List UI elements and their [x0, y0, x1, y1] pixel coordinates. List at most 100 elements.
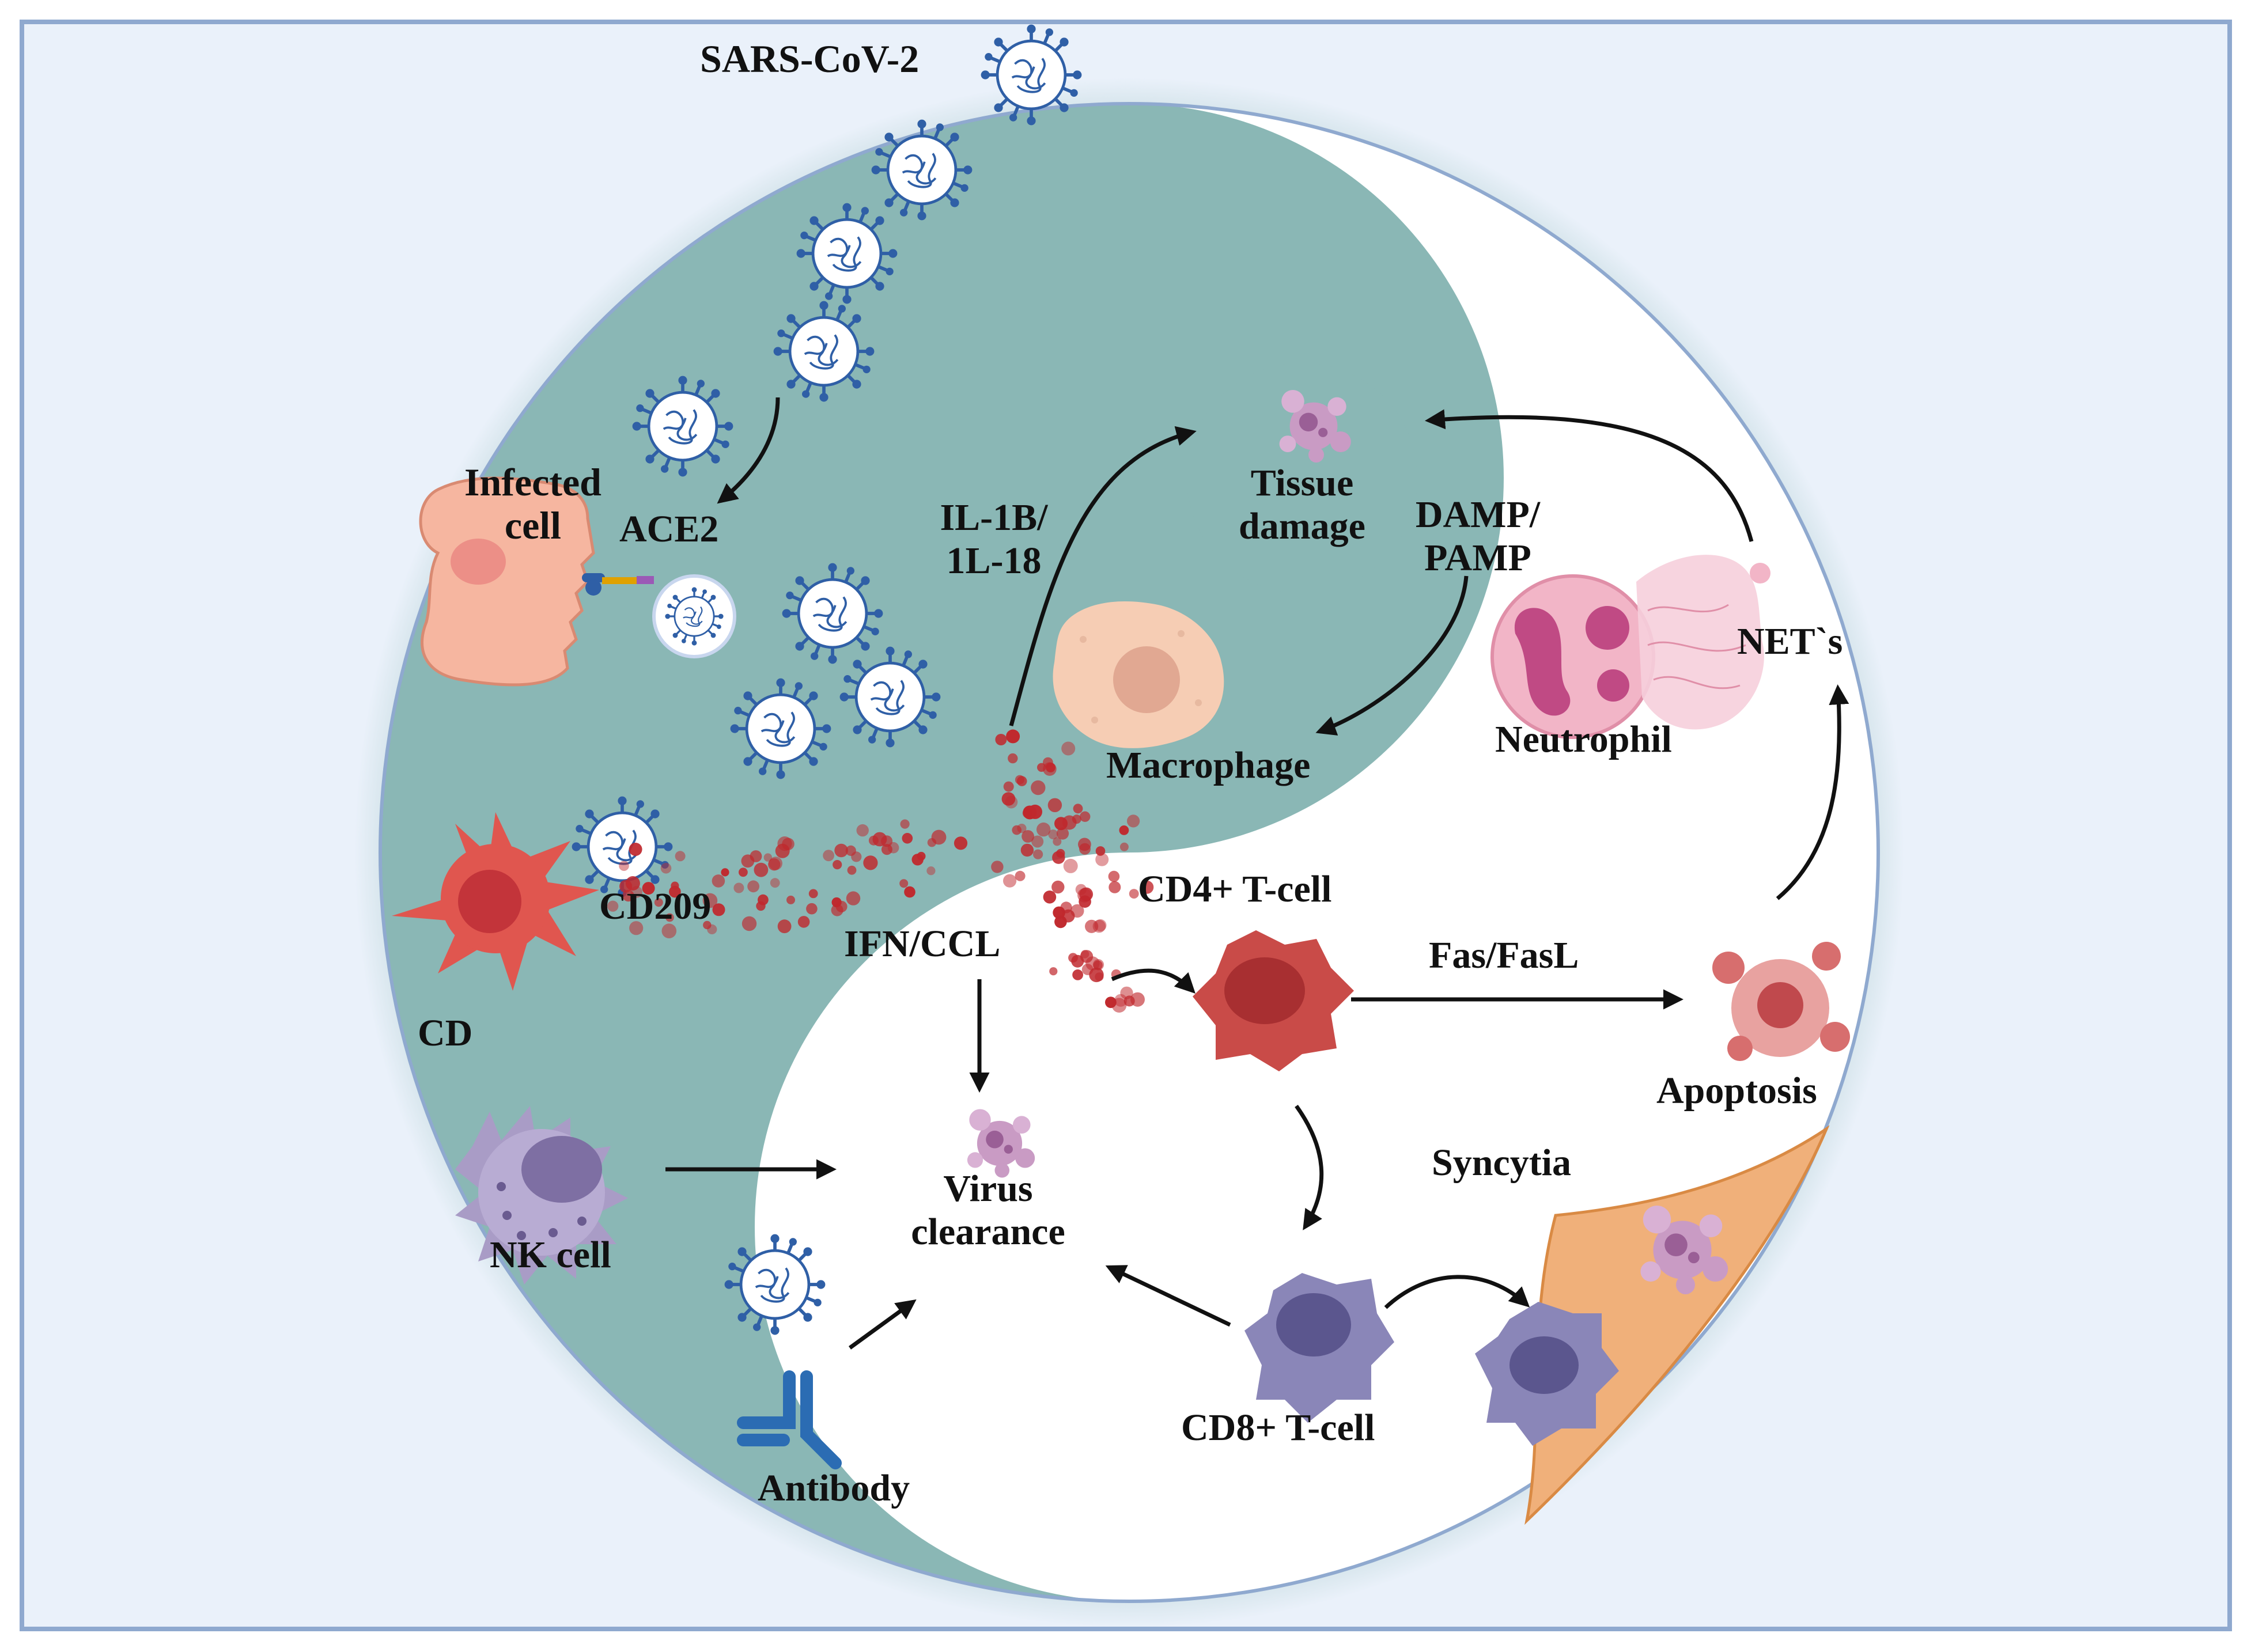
cytokine-dot	[1108, 870, 1120, 882]
il-label-line2: 1L-18	[947, 540, 1042, 582]
cytokine-dot	[1068, 953, 1078, 963]
damp-label-line1: DAMP/	[1416, 494, 1541, 536]
cytokine-dot	[1095, 846, 1106, 856]
tissue-label-line2: damage	[1239, 505, 1365, 547]
syncytia-icon	[1475, 1125, 1830, 1525]
cytokine-dot	[1063, 858, 1078, 873]
cytokine-dot	[1078, 838, 1091, 851]
cytokine-dot	[739, 867, 748, 877]
cd209-label: CD209	[599, 885, 711, 927]
virus-icon	[633, 376, 733, 477]
ace2-label: ACE2	[619, 508, 718, 550]
cytokine-dot	[834, 843, 848, 858]
cytokine-dot	[1129, 889, 1139, 899]
cytokine-dot	[1051, 880, 1065, 894]
infected-label-line1: Infected	[464, 460, 601, 504]
virus-label-line1: Virus	[943, 1168, 1032, 1210]
cytokine-dot	[1053, 837, 1062, 846]
cytokine-dot	[1080, 950, 1089, 958]
cytokine-dot	[1080, 811, 1091, 822]
cytokine-dot	[899, 879, 909, 888]
neutrophil-label: Neutrophil	[1495, 718, 1672, 760]
cytokine-dot	[1003, 781, 1014, 792]
cytokine-dot	[665, 913, 674, 922]
cytokine-dot	[1020, 843, 1034, 857]
virus-icon	[840, 647, 941, 748]
cytokine-dot	[629, 843, 642, 856]
cytokine-dot	[1017, 824, 1027, 833]
cytokine-dot	[741, 916, 757, 931]
cytokine-dot	[712, 874, 725, 888]
cytokine-dot	[1001, 792, 1016, 806]
cytokine-dot	[712, 903, 725, 916]
arrow-cytokine-to-cd4	[1111, 968, 1196, 994]
cytokine-dot	[702, 893, 718, 908]
cytokine-dot	[847, 865, 857, 875]
cytokine-dot	[1033, 849, 1043, 859]
cytokine-dot	[675, 851, 686, 862]
cytokine-dot	[669, 885, 681, 898]
cytokine-dot	[733, 882, 744, 893]
cytokine-dot	[1012, 825, 1022, 835]
cytokine-dot	[754, 862, 769, 877]
cytokine-dot	[768, 858, 781, 871]
cytokine-dot	[1073, 804, 1083, 814]
cytokine-dot	[747, 880, 759, 893]
cytokine-dot	[1114, 994, 1128, 1007]
arrow-cd8-to-clearance	[1105, 1265, 1231, 1327]
cytokine-dot	[1140, 880, 1154, 894]
cytokine-dots	[607, 729, 1154, 1013]
virus-icon	[981, 25, 1082, 126]
dendritic-cell-icon	[392, 812, 599, 991]
apoptosis-icon	[1712, 942, 1850, 1061]
tissue-damage-circle	[1187, 363, 1417, 593]
cytokine-dot	[887, 842, 899, 854]
virus-icon	[774, 301, 875, 402]
cytokine-dot	[808, 889, 818, 899]
il-label-line1: IL-1B/	[940, 497, 1049, 539]
cytokine-dot	[1031, 835, 1044, 848]
nk-label: NK cell	[490, 1234, 611, 1276]
arrow-il-to-tissue	[1009, 426, 1197, 726]
cd-label: CD	[418, 1012, 472, 1054]
cytokine-dot	[763, 853, 773, 862]
cytokine-dot	[900, 819, 910, 829]
cytokine-dot	[856, 824, 869, 837]
cytokine-dot	[845, 845, 856, 856]
cd8-label: CD8+ T-cell	[1181, 1407, 1375, 1449]
cytokine-dot	[1054, 817, 1068, 831]
nets-label: NET`s	[1737, 620, 1843, 662]
cytokine-dot	[770, 878, 780, 888]
cytokine-dot	[1015, 870, 1026, 881]
cytokine-dot	[1022, 830, 1034, 843]
cytokine-dot	[1095, 972, 1104, 982]
cytokine-dot	[629, 921, 644, 935]
cytokine-dot	[1119, 825, 1129, 835]
cytokine-dot	[721, 868, 729, 877]
cytokine-dot	[1006, 729, 1020, 744]
cytokine-dot	[1109, 881, 1121, 893]
arrow-apoptosis-to-nets	[1776, 684, 1849, 900]
cytokine-dot	[622, 889, 634, 902]
cytokine-dot	[1016, 776, 1027, 786]
cytokine-dot	[1047, 798, 1062, 813]
cytokine-dot	[863, 855, 878, 870]
virus-icon	[731, 679, 831, 779]
arrows	[665, 397, 1849, 1350]
cytokine-dot	[1092, 919, 1106, 933]
cytokine-dot	[1003, 874, 1017, 888]
cytokine-dot	[660, 863, 672, 874]
cd8-tcell-icon	[1244, 1273, 1394, 1423]
tissue-label-line1: Tissue	[1251, 462, 1354, 504]
arrow-antibody-to-clearance	[848, 1299, 917, 1350]
labels: SARS-CoV-2 Infected cell ACE2 CD209 CD I…	[418, 37, 1843, 1509]
cytokine-dot	[661, 923, 677, 938]
cytokine-dot	[741, 854, 755, 868]
cytokine-dot	[786, 895, 795, 904]
sars-label: SARS-CoV-2	[700, 37, 919, 81]
arrow-cd4-to-cd8	[1295, 1104, 1324, 1230]
cytokine-dot	[1056, 827, 1069, 840]
fas-label: Fas/FasL	[1429, 934, 1579, 976]
net-icon	[1636, 555, 1770, 730]
cytokine-dot	[1079, 887, 1094, 901]
